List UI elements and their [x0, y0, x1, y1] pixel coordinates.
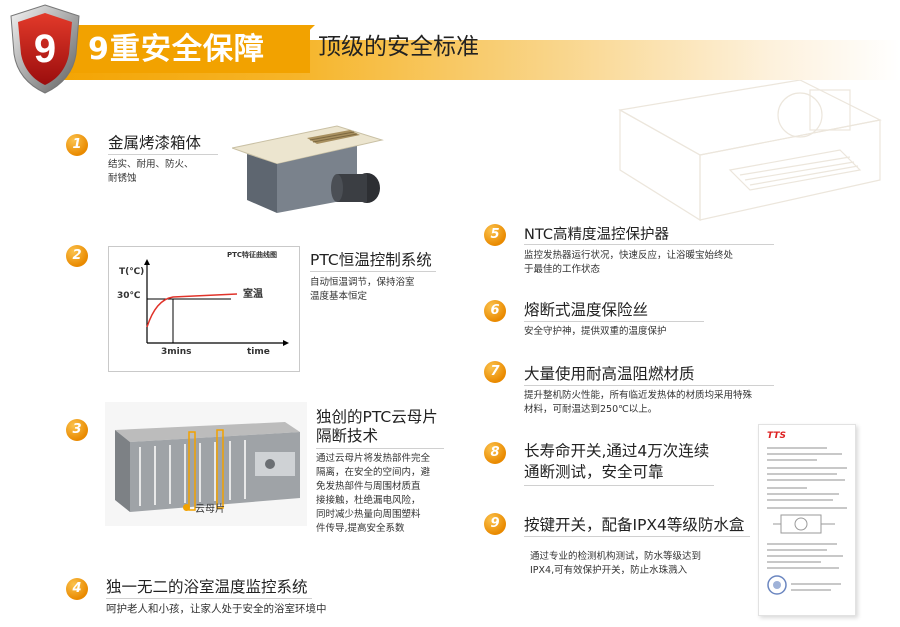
ptc-x-label: time	[247, 347, 270, 357]
ptc-curve	[146, 293, 238, 328]
feature-2-desc: 自动恒温调节，保持浴室温度基本恒定	[310, 277, 415, 302]
feature-9-badge: 9	[484, 513, 506, 535]
divider	[524, 321, 704, 322]
ptc-y-label: T(℃)	[119, 267, 145, 277]
page-subtitle: 顶级的安全标准	[318, 34, 479, 60]
ptc-series-label: 室温	[243, 289, 263, 300]
divider	[524, 385, 774, 386]
feature-4-desc: 呵护老人和小孩，让家人处于安全的浴室环境中	[106, 603, 327, 615]
shield-icon: 9	[10, 4, 80, 94]
feature-8-title: 长寿命开关,通过4万次连续通断测试，安全可靠	[524, 442, 710, 481]
feature-5-title: NTC高精度温控保护器	[524, 227, 669, 243]
ptc-chart-title: PTC特征曲线图	[227, 251, 278, 259]
feature-9-title: 按键开关，配备IPX4等级防水盒	[524, 516, 745, 534]
divider	[524, 485, 714, 486]
feature-2-title: PTC恒温控制系统	[310, 251, 432, 269]
mica-highlight	[216, 429, 224, 509]
feature-4-title: 独一无二的浴室温度监控系统	[106, 578, 308, 596]
feature-4-badge: 4	[66, 578, 88, 600]
feature-1-title: 金属烤漆箱体	[108, 134, 202, 152]
heater-box-image	[232, 125, 384, 213]
divider	[524, 536, 750, 537]
feature-6-badge: 6	[484, 300, 506, 322]
mica-label-dot	[183, 504, 190, 511]
divider	[106, 598, 312, 599]
mica-heater-image: 云母片	[105, 402, 307, 526]
divider	[316, 448, 444, 449]
feature-7-badge: 7	[484, 361, 506, 383]
feature-3-title: 独创的PTC云母片隔断技术	[316, 408, 438, 445]
test-certificate-image: TTS	[758, 424, 856, 616]
feature-8-badge: 8	[484, 442, 506, 464]
feature-6-desc: 安全守护神，提供双重的温度保护	[524, 326, 667, 337]
shield-number: 9	[34, 27, 56, 71]
mica-highlight	[188, 431, 196, 511]
divider	[524, 244, 774, 245]
divider	[108, 154, 218, 155]
mica-label: 云母片	[195, 504, 225, 515]
feature-3-badge: 3	[66, 419, 88, 441]
ptc-curve-plot	[144, 259, 289, 346]
divider	[310, 271, 436, 272]
feature-7-desc: 提升整机防火性能，所有临近发热体的材质均采用特殊材料，可耐温达到250℃以上。	[524, 390, 753, 415]
ptc-x-tick: 3mins	[161, 347, 192, 357]
header-title-tab	[265, 25, 315, 73]
feature-5-desc: 监控发热器运行状况，快速反应，让浴暖宝始终处于最佳的工作状态	[524, 250, 734, 275]
ptc-chart: PTC特征曲线图 T(℃) 30℃ 室温 3mins time	[108, 246, 300, 372]
feature-3-desc: 通过云母片将发热部件完全隔离，在安全的空间内，避 免发热部件与周围材质直接接触，…	[316, 453, 431, 534]
feature-7-title: 大量使用耐高温阻燃材质	[524, 365, 695, 383]
feature-6-title: 熔断式温度保险丝	[524, 301, 649, 319]
feature-2-badge: 2	[66, 245, 88, 267]
feature-5-badge: 5	[484, 224, 506, 246]
background-sketch	[618, 79, 882, 222]
feature-1-desc: 结实、耐用、防火、耐锈蚀	[108, 159, 194, 184]
cert-logo: TTS	[767, 431, 786, 441]
feature-1-badge: 1	[66, 134, 88, 156]
ptc-y-tick: 30℃	[117, 291, 141, 301]
page-title: 9重安全保障	[88, 32, 265, 67]
